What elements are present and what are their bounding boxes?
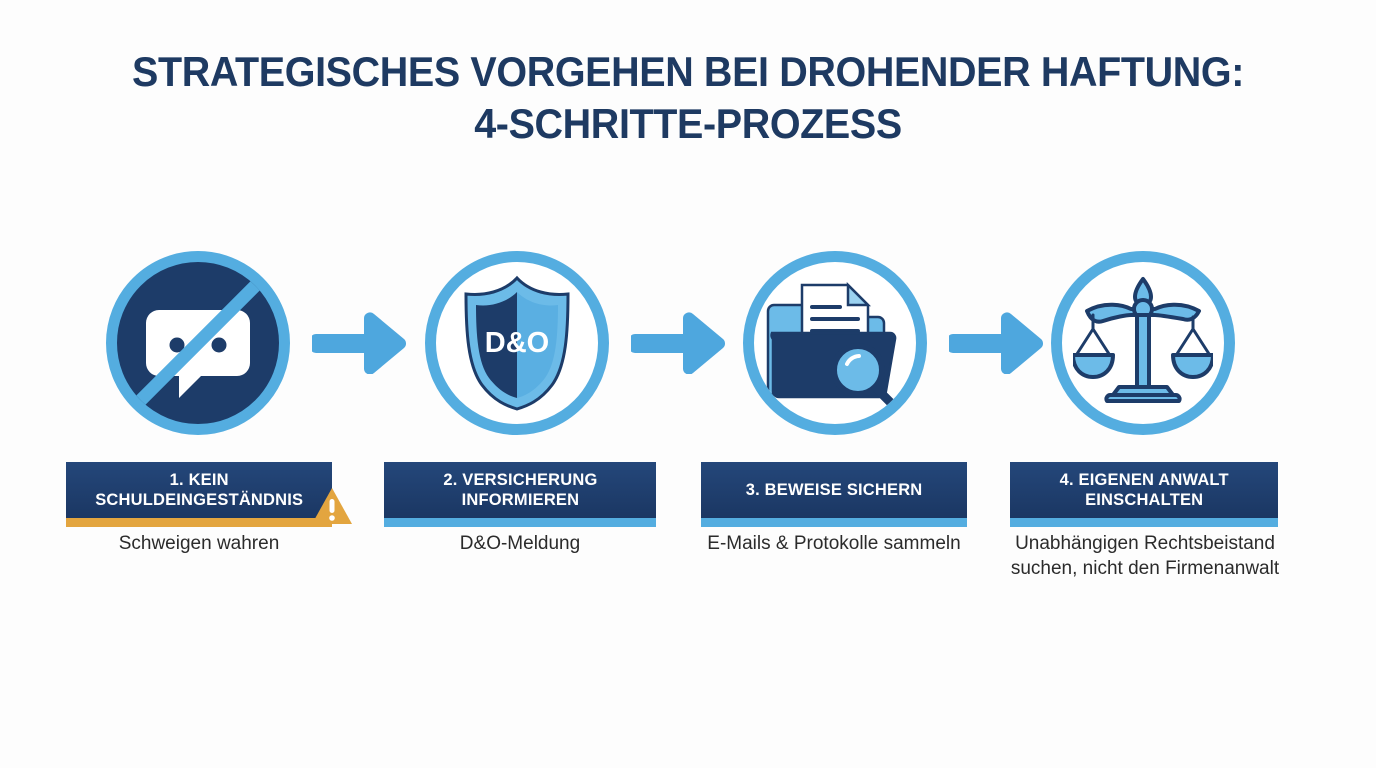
- arrow-step2-to-step3: [629, 312, 727, 375]
- step-1-underline: [66, 518, 332, 527]
- step-4-label-bar[interactable]: 4. EIGENEN ANWALT EINSCHALTEN: [1010, 462, 1278, 518]
- step-2-label-line-1: 2. VERSICHERUNG: [442, 470, 598, 489]
- step-1-label-line-1: 1. KEIN: [169, 470, 229, 489]
- step-2-underline: [384, 518, 656, 527]
- step-2-caption: D&O-Meldung: [459, 533, 581, 554]
- step-4-caption: Unabhängigen Rechtsbeistand suchen, nich…: [1010, 533, 1280, 579]
- step-4-label-line-1: 4. EIGENEN ANWALT: [1059, 470, 1229, 489]
- step-4-circle: [1051, 251, 1235, 435]
- step-3-circle: [743, 251, 927, 435]
- step-1-circle: [106, 251, 290, 435]
- arrow-step1-to-step2: [310, 312, 408, 375]
- page-title-line-2: 4-Schritte-Prozess: [474, 100, 902, 147]
- scales-of-justice-icon: [1062, 262, 1224, 424]
- no-speech-bubble-icon: [117, 262, 279, 424]
- step-3-caption: E-Mails & Protokolle sammeln: [707, 533, 961, 554]
- step-3-label-bar[interactable]: 3. BEWEISE SICHERN: [701, 462, 967, 518]
- step-4[interactable]: [993, 251, 1293, 435]
- step-3[interactable]: [685, 251, 985, 435]
- arrow-step3-to-step4: [947, 312, 1045, 375]
- step-4-underline: [1010, 518, 1278, 527]
- step-4-label-line-2: EINSCHALTEN: [1084, 490, 1204, 509]
- folder-document-magnifier-icon: [754, 262, 916, 424]
- shield-do-icon: D&O: [436, 262, 598, 424]
- step-1[interactable]: [48, 251, 348, 435]
- page-title-line-1: Strategisches Vorgehen bei drohender Haf…: [132, 48, 1244, 95]
- step-2-label-bar[interactable]: 2. VERSICHERUNG INFORMIEREN: [384, 462, 656, 518]
- step-2[interactable]: D&O: [367, 251, 667, 435]
- step-1-caption: Schweigen wahren: [118, 533, 280, 554]
- step-1-ring: [106, 251, 290, 435]
- step-3-underline: [701, 518, 967, 527]
- step-3-label-line-1: 3. BEWEISE SICHERN: [745, 480, 923, 499]
- step-2-circle: D&O: [425, 251, 609, 435]
- page-title: Strategisches Vorgehen bei drohender Haf…: [0, 46, 1376, 150]
- step-2-label-line-2: INFORMIEREN: [461, 490, 579, 509]
- shield-label: D&O: [485, 327, 549, 359]
- warning-triangle-icon: [310, 484, 354, 528]
- step-1-label-bar[interactable]: 1. KEIN SCHULDEINGESTÄNDNIS: [66, 462, 332, 518]
- step-1-label-line-2: SCHULDEINGESTÄNDNIS: [94, 490, 304, 509]
